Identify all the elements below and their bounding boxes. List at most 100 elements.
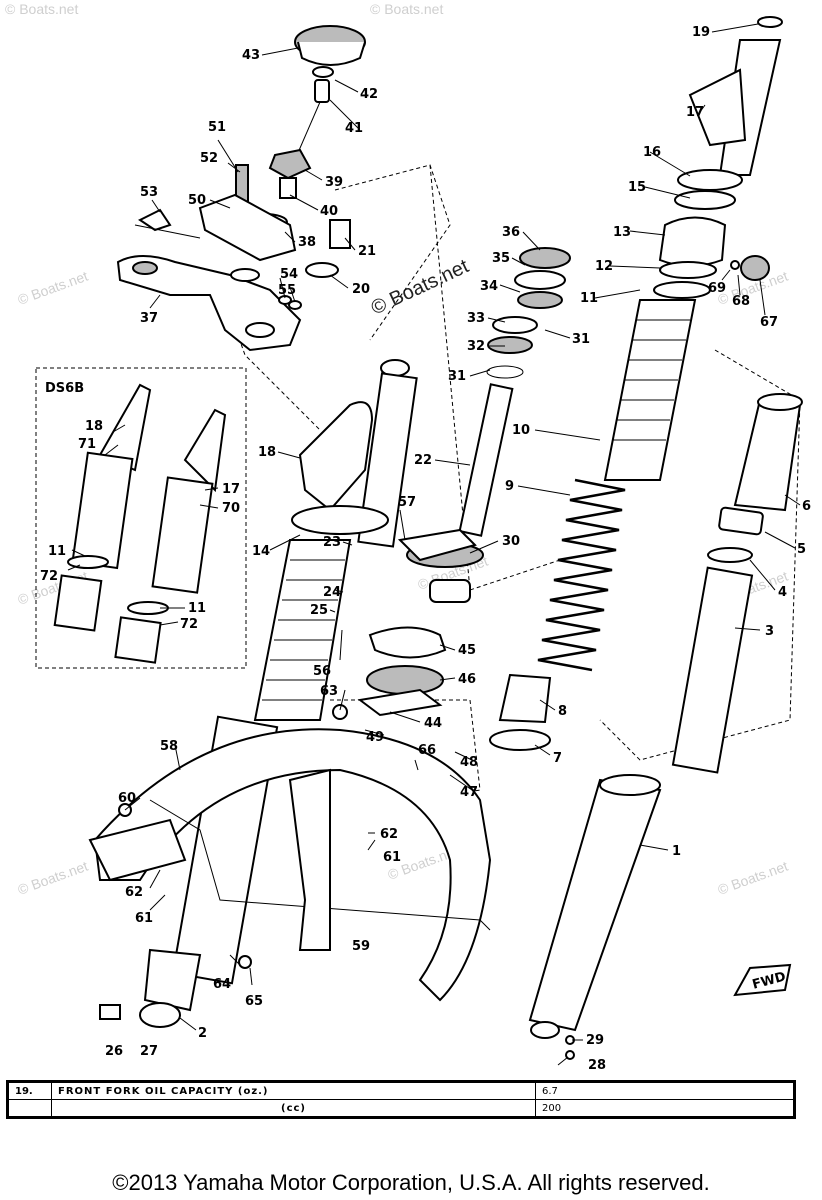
- callout-72b: 72: [180, 617, 198, 632]
- callout-48: 48: [460, 755, 478, 770]
- callout-11: 11: [580, 291, 598, 306]
- callout-20: 20: [352, 282, 370, 297]
- callout-42: 42: [360, 87, 378, 102]
- callout-32: 32: [467, 339, 485, 354]
- callout-47: 47: [460, 785, 478, 800]
- table-cell-value: 6.7: [535, 1081, 795, 1100]
- callout-18: 18: [258, 445, 276, 460]
- callout-labels: 1 2 3 4 5 6 7 8 9 10 11 12 13 14 15 16 1…: [40, 25, 811, 1070]
- table-cell-description: (cc): [51, 1099, 536, 1118]
- callout-22: 22: [414, 453, 432, 468]
- callout-46: 46: [458, 672, 476, 687]
- callout-57: 57: [398, 495, 416, 510]
- callout-65: 65: [245, 994, 263, 1009]
- callout-72: 72: [40, 569, 58, 584]
- callout-64: 64: [213, 977, 231, 992]
- callout-55: 55: [278, 283, 296, 298]
- callout-2: 2: [198, 1026, 207, 1041]
- callout-26: 26: [105, 1044, 123, 1059]
- callout-43: 43: [242, 48, 260, 63]
- fwd-arrow-icon: FWD: [733, 963, 792, 997]
- callout-11-inset-b: 11: [188, 601, 206, 616]
- right-fork-exploded: [489, 16, 803, 1060]
- callout-19: 19: [692, 25, 710, 40]
- callout-24: 24: [323, 585, 341, 600]
- table-cell-value: 200: [535, 1099, 795, 1118]
- callout-29: 29: [586, 1033, 604, 1048]
- callout-11-inset: 11: [48, 544, 66, 559]
- callout-8: 8: [558, 704, 567, 719]
- callout-21: 21: [358, 244, 376, 259]
- oil-capacity-table: 19. FRONT FORK OIL CAPACITY (oz.) 6.7 (c…: [6, 1080, 796, 1119]
- left-fork-assembly: [99, 359, 418, 1028]
- callout-3: 3: [765, 624, 774, 639]
- callout-28: 28: [588, 1058, 606, 1070]
- callout-4: 4: [778, 585, 787, 600]
- callout-15: 15: [628, 180, 646, 195]
- callout-68: 68: [732, 294, 750, 309]
- callout-9: 9: [505, 479, 514, 494]
- callout-33: 33: [467, 311, 485, 326]
- callout-17: 17: [686, 105, 704, 120]
- fork-leg-1: [528, 778, 662, 1032]
- bearing-36: [519, 247, 571, 269]
- callout-45: 45: [458, 643, 476, 658]
- watermark-text: © Boats.net: [5, 1, 78, 17]
- callout-51: 51: [208, 120, 226, 135]
- watermark-text: © Boats.net: [716, 858, 791, 898]
- callout-61: 61: [383, 850, 401, 865]
- ds6b-inset-box: [35, 367, 247, 669]
- callout-17-inset: 17: [222, 482, 240, 497]
- callout-67: 67: [760, 315, 778, 330]
- callout-7: 7: [553, 751, 562, 766]
- callout-58: 58: [160, 739, 178, 754]
- callout-53: 53: [140, 185, 158, 200]
- leader-lines: [67, 23, 801, 1066]
- callout-63: 63: [320, 684, 338, 699]
- callout-34: 34: [480, 279, 498, 294]
- callout-39: 39: [325, 175, 343, 190]
- callout-12: 12: [595, 259, 613, 274]
- exploded-parts-diagram: © Boats.net © Boats.net © Boats.net © Bo…: [5, 1, 811, 1070]
- callout-36: 36: [502, 225, 520, 240]
- callout-27: 27: [140, 1044, 158, 1059]
- inner-tube-3: [671, 566, 754, 774]
- callout-6: 6: [802, 499, 811, 514]
- callout-54: 54: [280, 267, 298, 282]
- callout-56: 56: [313, 664, 331, 679]
- inset-label: DS6B: [45, 381, 84, 396]
- callout-41: 41: [345, 121, 363, 136]
- table-row: (cc) 200: [7, 1099, 795, 1118]
- watermark-text: © Boats.net: [16, 858, 91, 898]
- callout-52: 52: [200, 151, 218, 166]
- watermark-text-center: © Boats.net: [368, 255, 473, 319]
- callout-35: 35: [492, 251, 510, 266]
- fork-spring-9: [537, 478, 626, 672]
- steering-stem-22: [458, 383, 514, 537]
- callout-30: 30: [502, 534, 520, 549]
- table-cell-number: 19.: [7, 1081, 52, 1100]
- outer-tube-6: [733, 398, 802, 512]
- callout-71: 71: [78, 437, 96, 452]
- ds6b-inset-parts: [53, 383, 227, 664]
- fender-58: [93, 728, 492, 1002]
- callout-1: 1: [672, 844, 681, 859]
- callout-31: 31: [572, 332, 590, 347]
- table-row: 19. FRONT FORK OIL CAPACITY (oz.) 6.7: [7, 1081, 795, 1100]
- boot-pleats-right: [613, 319, 690, 441]
- watermark-text: © Boats.net: [370, 1, 443, 17]
- nut-39: [268, 148, 312, 180]
- boot-pleats-left: [262, 559, 345, 701]
- upper-bracket-assembly: [116, 25, 366, 352]
- callout-14: 14: [252, 544, 270, 559]
- callout-13: 13: [613, 225, 631, 240]
- callout-44: 44: [424, 716, 442, 731]
- callout-61b: 61: [135, 911, 153, 926]
- headlight-bracket-18: [298, 401, 374, 512]
- callout-16: 16: [643, 145, 661, 160]
- callout-60: 60: [118, 791, 136, 806]
- callout-40: 40: [320, 204, 338, 219]
- callout-70: 70: [222, 501, 240, 516]
- table-cell-number: [7, 1099, 52, 1118]
- callout-62: 62: [380, 827, 398, 842]
